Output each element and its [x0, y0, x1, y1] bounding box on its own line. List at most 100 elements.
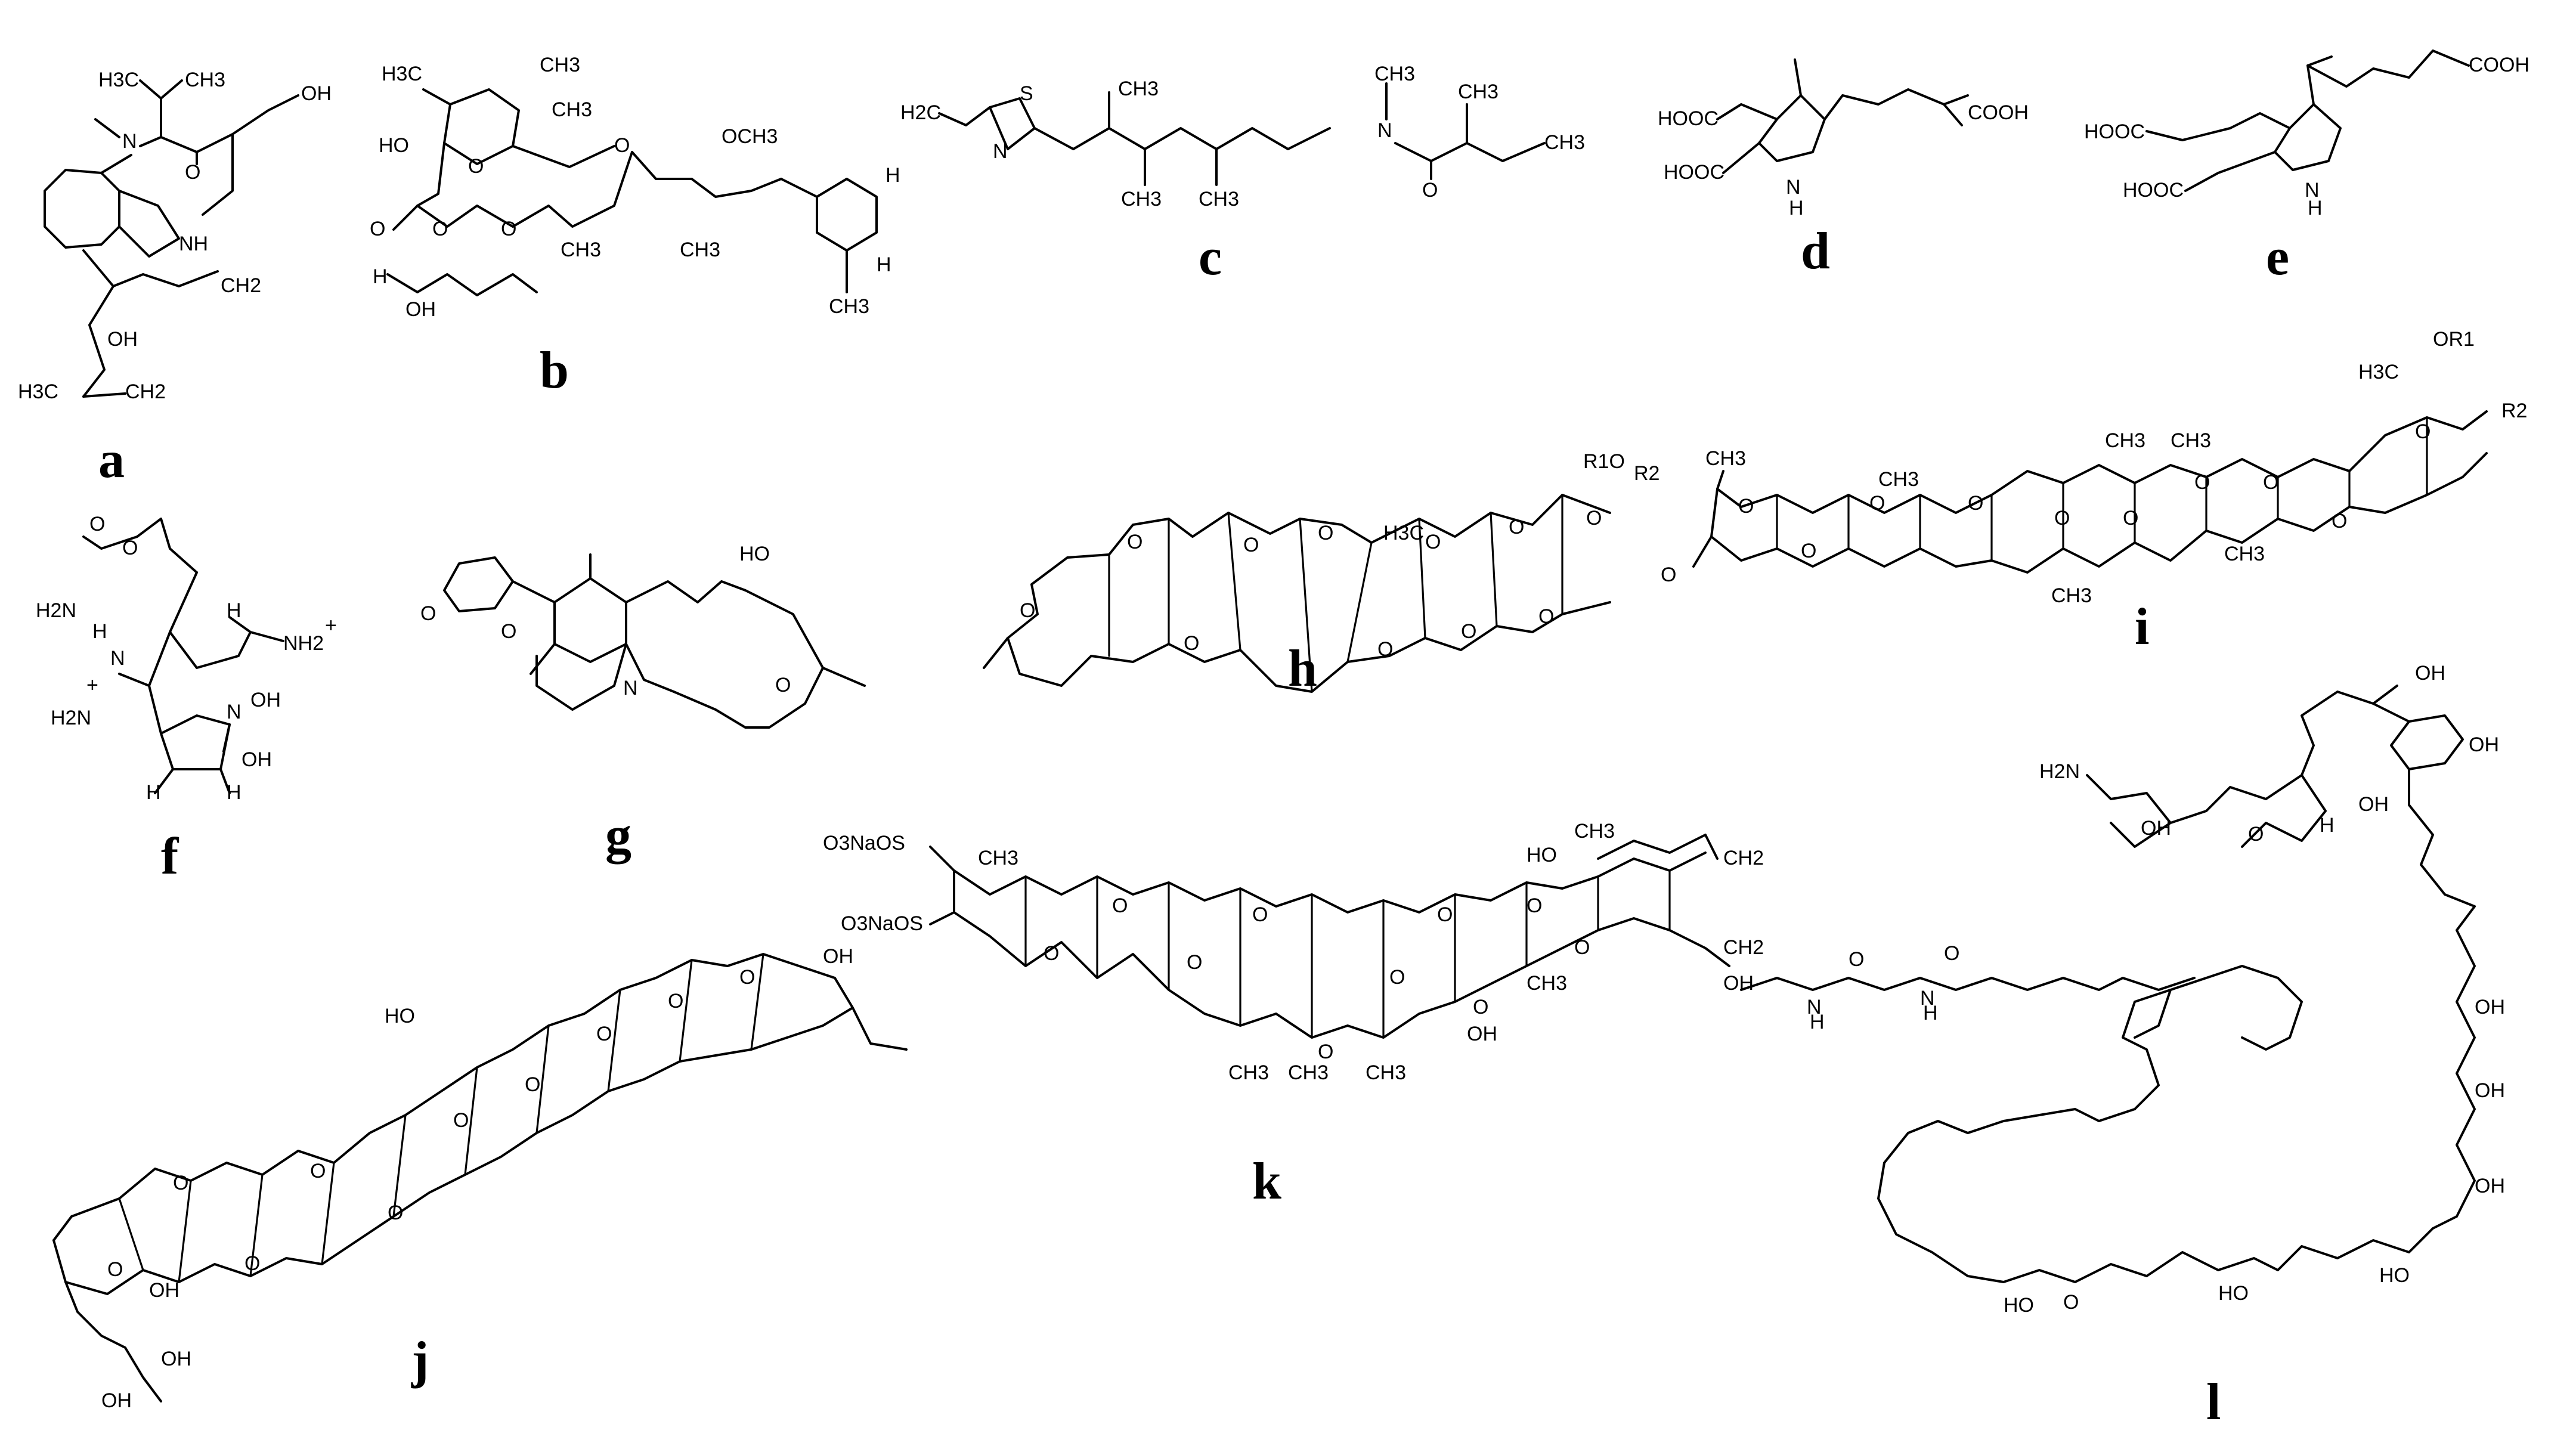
atom-label: O: [2415, 420, 2431, 443]
structure-h: R1O R2 H3C O O O O O O O O O O O h: [983, 450, 1659, 698]
structure-i: OR1 H3C R2 CH3 CH3 CH3 CH3 O O O O O O O…: [1661, 328, 2527, 656]
atom-label: OH: [2358, 793, 2389, 816]
atom-label: CH2: [1723, 936, 1764, 959]
atom-label: OH: [2475, 1079, 2505, 1102]
atom-label: CH3: [561, 239, 601, 261]
atom-label: O: [2194, 471, 2210, 494]
atom-label: O: [310, 1160, 326, 1182]
structure-b: H3C CH3 CH3 HO O O OCH3 H O O O CH3 CH3 …: [370, 54, 900, 400]
atom-label: CH3: [1705, 447, 1746, 470]
structure-l: H2N OH O N H N H O OH O H OH OH OH OH OH…: [1723, 662, 2505, 1431]
structure-a: H3C CH3 N O OH NH CH2 OH H3C CH2 a: [18, 69, 332, 489]
atom-label: OH: [2475, 1175, 2505, 1197]
atom-label: H3C: [2358, 361, 2399, 383]
atom-label: CH3: [1527, 972, 1567, 995]
atom-label: R2: [1634, 462, 1659, 485]
atom-label: N: [122, 130, 137, 153]
atom-label: CH3: [1458, 80, 1498, 103]
atom-label: N: [2305, 179, 2320, 202]
atom-label: O: [2054, 507, 2070, 530]
atom-label: CH3: [2224, 543, 2265, 565]
atom-label: O: [1044, 942, 1059, 965]
atom-label: H3C: [18, 380, 58, 403]
atom-label: H: [373, 265, 388, 288]
atom-label: HO: [739, 543, 770, 565]
atom-label: N: [1377, 119, 1392, 142]
atom-label: CH3: [1199, 188, 1239, 210]
atom-label: O: [668, 990, 683, 1013]
atom-label: O: [1538, 605, 1554, 628]
atom-label: HO: [385, 1005, 415, 1027]
atom-label: O: [420, 602, 436, 625]
atom-label: COOH: [1968, 101, 2029, 124]
structure-k: O3NaOS O3NaOS CH3 HO CH3 CH2 CH2 O O O O…: [823, 820, 1764, 1210]
atom-label: O: [1422, 179, 1438, 202]
atom-label: HOOC: [2123, 179, 2184, 202]
atom-label: OH: [1723, 972, 1754, 995]
atom-label: O: [1112, 894, 1128, 917]
atom-label: OH: [2141, 817, 2171, 840]
panel-label-d: d: [1801, 222, 1830, 280]
atom-label: O: [2263, 471, 2278, 494]
atom-label: OH: [2415, 662, 2445, 685]
atom-label: COOH: [2469, 54, 2529, 76]
atom-label: H: [227, 599, 242, 622]
atom-label: O: [1252, 903, 1268, 926]
structure-d: HOOC COOH HOOC N H d: [1658, 58, 2029, 280]
atom-label: CH2: [125, 380, 166, 403]
structure-j: OH HO OH OH OH O O O O O O O O O O j: [52, 945, 908, 1412]
atom-label: OH: [2469, 733, 2499, 756]
atom-label: N: [993, 140, 1008, 163]
atom-label: O: [614, 134, 630, 157]
atom-label: N: [1920, 987, 1935, 1010]
atom-label: H2C: [900, 101, 941, 124]
atom-label: O: [453, 1109, 469, 1132]
panel-label-g: g: [605, 807, 631, 865]
atom-label: N: [623, 677, 638, 699]
atom-label: O: [1527, 894, 1542, 917]
atom-label: R1O: [1583, 450, 1625, 473]
atom-label: O: [432, 218, 448, 240]
atom-label: OH: [149, 1279, 179, 1302]
atom-label: CH3: [552, 98, 592, 121]
atom-label: O: [1318, 1041, 1333, 1063]
atom-label: CH3: [1121, 188, 1162, 210]
atom-label: CH3: [829, 295, 869, 318]
atom-label: O: [501, 620, 516, 643]
atom-label: O: [1127, 531, 1143, 553]
atom-label: O: [173, 1172, 188, 1194]
atom-label: O: [596, 1023, 612, 1045]
atom-label: O: [2123, 507, 2138, 530]
atom-label: CH3: [1228, 1061, 1269, 1084]
atom-label: CH3: [185, 69, 225, 91]
atom-label: H: [92, 620, 107, 643]
atom-label: CH3: [1374, 63, 1415, 85]
atom-label: O: [1318, 522, 1333, 544]
atom-label: CH3: [2051, 584, 2092, 607]
panel-label-e: e: [2266, 228, 2289, 286]
atom-label: H: [1923, 1002, 1938, 1024]
panel-label-j: j: [411, 1332, 429, 1389]
atom-label: H: [146, 781, 161, 804]
atom-label: O: [1968, 492, 1983, 515]
atom-label: HO: [379, 134, 409, 157]
atom-label: H3C: [382, 63, 422, 85]
atom-label: OH: [2475, 996, 2505, 1018]
atom-label: O: [1574, 936, 1590, 959]
atom-label: O: [1461, 620, 1476, 643]
atom-label: CH2: [221, 274, 261, 297]
atom-label: HOOC: [1658, 107, 1719, 130]
atom-label: CH3: [680, 239, 720, 261]
atom-label: +: [86, 674, 98, 696]
atom-label: CH3: [1544, 131, 1585, 154]
atom-label: HOOC: [2084, 120, 2145, 143]
atom-label: OH: [405, 298, 436, 321]
atom-label: O: [1509, 516, 1524, 538]
atom-label: OH: [301, 82, 332, 105]
atom-label: HO: [1527, 844, 1557, 866]
atom-label: HO: [2218, 1282, 2249, 1305]
atom-label: O: [525, 1073, 540, 1096]
atom-label: OH: [823, 945, 853, 968]
atom-label: CH3: [1574, 820, 1615, 843]
